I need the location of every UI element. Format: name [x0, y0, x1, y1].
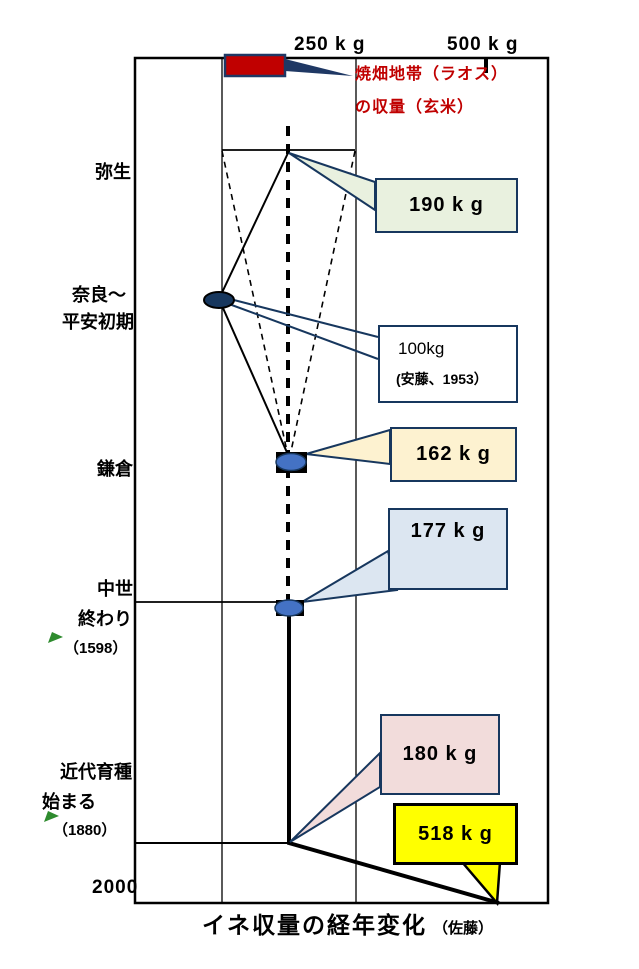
callout-177kg-label: 177 k g	[410, 520, 486, 542]
cursor-artifact	[484, 59, 488, 73]
callout-518kg: 518 k g	[393, 803, 518, 865]
callout-180kg: 180 k g	[380, 714, 500, 795]
era-label-kamakura: 鎌倉	[97, 459, 133, 479]
callout-100kg-line1: 100kg	[398, 339, 445, 358]
x-tick-250kg: 250 k g	[294, 34, 366, 55]
era-label-2000: 2000	[92, 877, 139, 898]
callout-190kg: 190 k g	[375, 178, 518, 233]
era-label-kindai-1: 近代育種	[60, 762, 132, 782]
green-flag-icon-1	[48, 632, 63, 643]
laos-pointer	[285, 59, 353, 76]
era-label-kindai-2: 始まる	[42, 792, 96, 812]
era-label-nara-1: 奈良〜	[72, 285, 126, 305]
laos-annotation-line2: の収量（玄米）	[355, 99, 475, 116]
chart-frame	[133, 56, 550, 905]
callout-100kg-line2: (安藤、1953）	[396, 371, 488, 387]
pointer-180	[289, 750, 381, 843]
era-label-chusei-2: 終わり	[78, 609, 132, 629]
chart-title: イネ収量の経年変化 （佐藤）	[202, 906, 493, 940]
era-label-yayoi: 弥生	[95, 162, 131, 182]
callout-100kg: 100kg (安藤、1953）	[378, 325, 518, 403]
era-label-chusei-3: （1598）	[64, 640, 128, 657]
pointer-190	[288, 152, 376, 212]
era-label-nara-2: 平安初期	[62, 312, 134, 332]
chusei-point-marker	[274, 599, 304, 617]
callout-180kg-label: 180 k g	[402, 743, 478, 765]
callout-162kg-label: 162 k g	[416, 443, 491, 465]
bold-yield-line	[287, 612, 500, 905]
dashed-funnel-left	[221, 150, 289, 457]
leader-100-top	[229, 298, 379, 338]
chart-title-credit: （佐藤）	[433, 920, 494, 937]
laos-annotation-line1: 焼畑地帯（ラオス）	[355, 66, 509, 83]
dashed-funnel-right	[289, 150, 356, 457]
era-label-kindai-3: （1880）	[53, 822, 117, 839]
chart-title-main: イネ収量の経年変化	[202, 912, 427, 938]
pointer-177	[301, 549, 399, 603]
kamakura-point-marker	[275, 452, 307, 472]
leader-100-bottom	[228, 303, 379, 360]
callout-177kg: 177 k g	[388, 508, 508, 590]
callout-162kg: 162 k g	[390, 427, 517, 482]
x-tick-500kg: 500 k g	[447, 34, 519, 55]
laos-red-bar	[223, 53, 287, 78]
callout-190kg-label: 190 k g	[409, 194, 484, 216]
nara-point-marker	[203, 291, 235, 309]
era-label-chusei-1: 中世	[97, 579, 133, 599]
pointer-162	[305, 428, 391, 466]
green-flag-icon-2	[44, 811, 59, 822]
callout-518kg-label: 518 k g	[418, 822, 493, 845]
